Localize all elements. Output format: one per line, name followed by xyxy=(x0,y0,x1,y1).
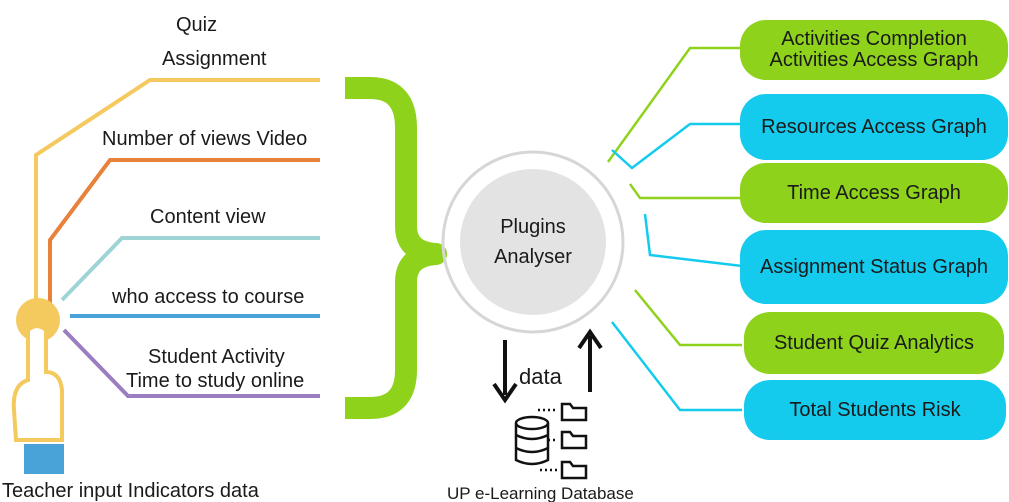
assignment-label: Assignment xyxy=(162,48,267,70)
activities-connector xyxy=(606,46,742,163)
database-icon xyxy=(514,408,558,472)
activities-graph-pill: Activities Completion Activities Access … xyxy=(740,20,1008,80)
time-label: Time Access Graph xyxy=(787,181,961,204)
student-activity-line xyxy=(62,328,320,398)
activities-line1: Activities Completion xyxy=(781,28,967,50)
content-view-line xyxy=(60,236,320,302)
plugins-analyser: Plugins Analyser xyxy=(460,169,606,315)
pointing-hand-icon xyxy=(11,298,64,474)
study-time-label: Time to study online xyxy=(126,370,305,392)
database-caption: UP e-Learning Database xyxy=(447,484,634,502)
resources-label: Resources Access Graph xyxy=(761,115,987,138)
resources-graph-pill: Resources Access Graph xyxy=(740,94,1008,160)
resources-connector xyxy=(611,122,742,170)
time-graph-pill: Time Access Graph xyxy=(740,163,1008,223)
analyser-line1: Plugins xyxy=(500,216,566,238)
student-activity-label: Student Activity xyxy=(148,346,285,368)
quiz-connector xyxy=(634,289,742,347)
teacher-caption: Teacher input Indicators data xyxy=(2,480,259,502)
students-risk-pill: Total Students Risk xyxy=(744,380,1006,440)
quiz-label: Quiz xyxy=(176,14,218,36)
quiz-analytics-label: Student Quiz Analytics xyxy=(773,331,975,354)
analyser-ring xyxy=(441,150,625,334)
risk-connector xyxy=(611,321,742,412)
content-view-label: Content view xyxy=(150,206,266,228)
course-access-label: who access to course xyxy=(112,286,305,308)
quiz-analytics-pill: Student Quiz Analytics xyxy=(744,312,1004,374)
arrow-up-icon xyxy=(577,328,603,392)
activities-line2: Activities Access Graph xyxy=(769,49,979,71)
assignment-graph-pill: Assignment Status Graph xyxy=(740,230,1008,304)
assignment-connector xyxy=(643,213,743,268)
quiz-assignment-line xyxy=(34,78,320,300)
video-views-line xyxy=(48,158,320,305)
data-label: data xyxy=(519,364,562,389)
analyser-line2: Analyser xyxy=(494,246,572,268)
time-connector xyxy=(628,183,742,200)
video-views-label: Number of views Video xyxy=(102,128,308,150)
brace-icon xyxy=(345,77,447,419)
students-risk-label: Total Students Risk xyxy=(789,398,961,421)
arrow-down-icon xyxy=(492,340,518,404)
assignment-label-out: Assignment Status Graph xyxy=(760,255,988,278)
folder-icon xyxy=(560,402,588,480)
